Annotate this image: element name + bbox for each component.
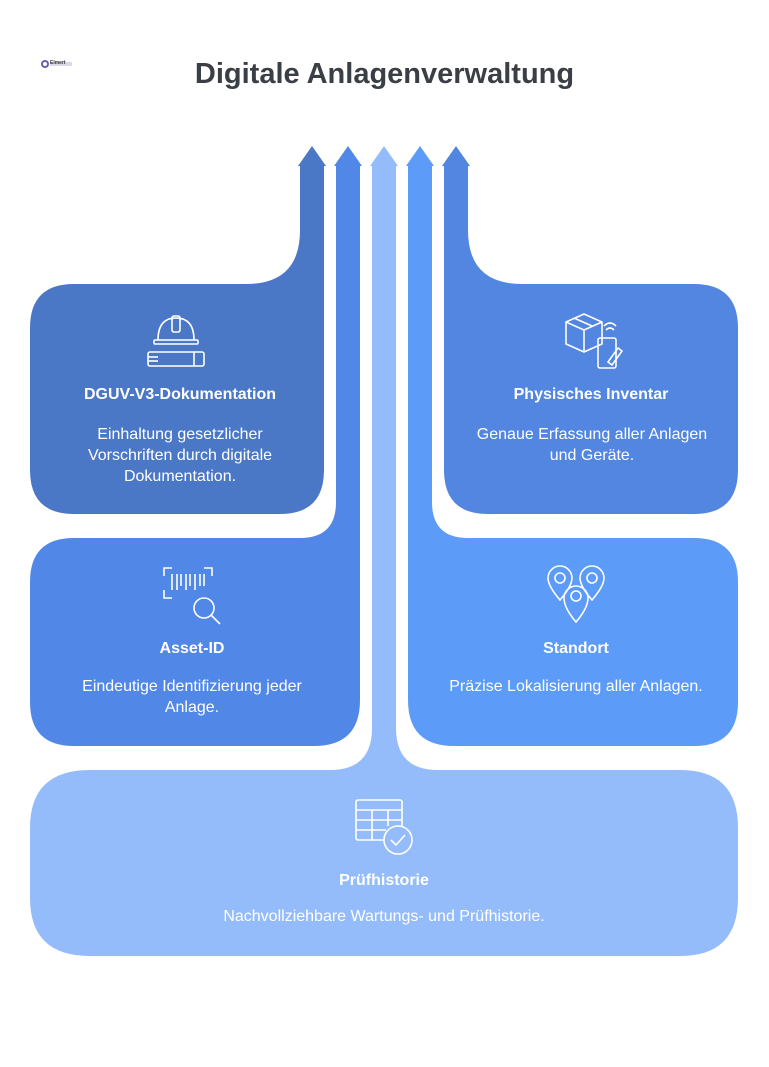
inventar-description: Genaue Erfassung aller Anlagen und Gerät… xyxy=(476,426,708,464)
standort-card-shape xyxy=(408,166,738,746)
location-pins-icon xyxy=(547,565,605,624)
standort-description: Präzise Lokalisierung aller Anlagen. xyxy=(449,678,703,695)
logo-text: Elmert xyxy=(50,60,66,66)
table-check-icon xyxy=(355,799,413,855)
arrow-head-left-outer xyxy=(298,146,326,166)
inventar-card-shape xyxy=(444,166,738,514)
arrow-head-right-outer xyxy=(442,146,470,166)
asset-description: Eindeutige Identifizierung jeder Anlage. xyxy=(82,678,302,716)
asset-title: Asset-ID xyxy=(159,640,225,657)
dguv-description: Einhaltung gesetzlicher Vorschriften dur… xyxy=(87,426,273,485)
box-tablet-icon xyxy=(565,313,624,369)
asset-card-shape xyxy=(30,166,360,746)
historie-description: Nachvollziehbare Wartungs- und Prüfhisto… xyxy=(223,908,545,925)
dguv-title: DGUV-V3-Dokumentation xyxy=(83,386,276,403)
arrow-head-right-inner xyxy=(406,146,434,166)
barcode-search-icon xyxy=(163,567,221,625)
arrow-head-left-inner xyxy=(334,146,362,166)
standort-title: Standort xyxy=(543,640,609,657)
historie-title: Prüfhistorie xyxy=(339,872,429,889)
inventar-title: Physisches Inventar xyxy=(513,386,669,403)
arrow-head-center xyxy=(370,146,398,166)
page-title: Digitale Anlagenverwaltung xyxy=(194,58,575,90)
company-logo xyxy=(41,60,72,68)
helmet-icon xyxy=(147,315,205,367)
pruefhistorie-card-shape xyxy=(30,166,738,956)
